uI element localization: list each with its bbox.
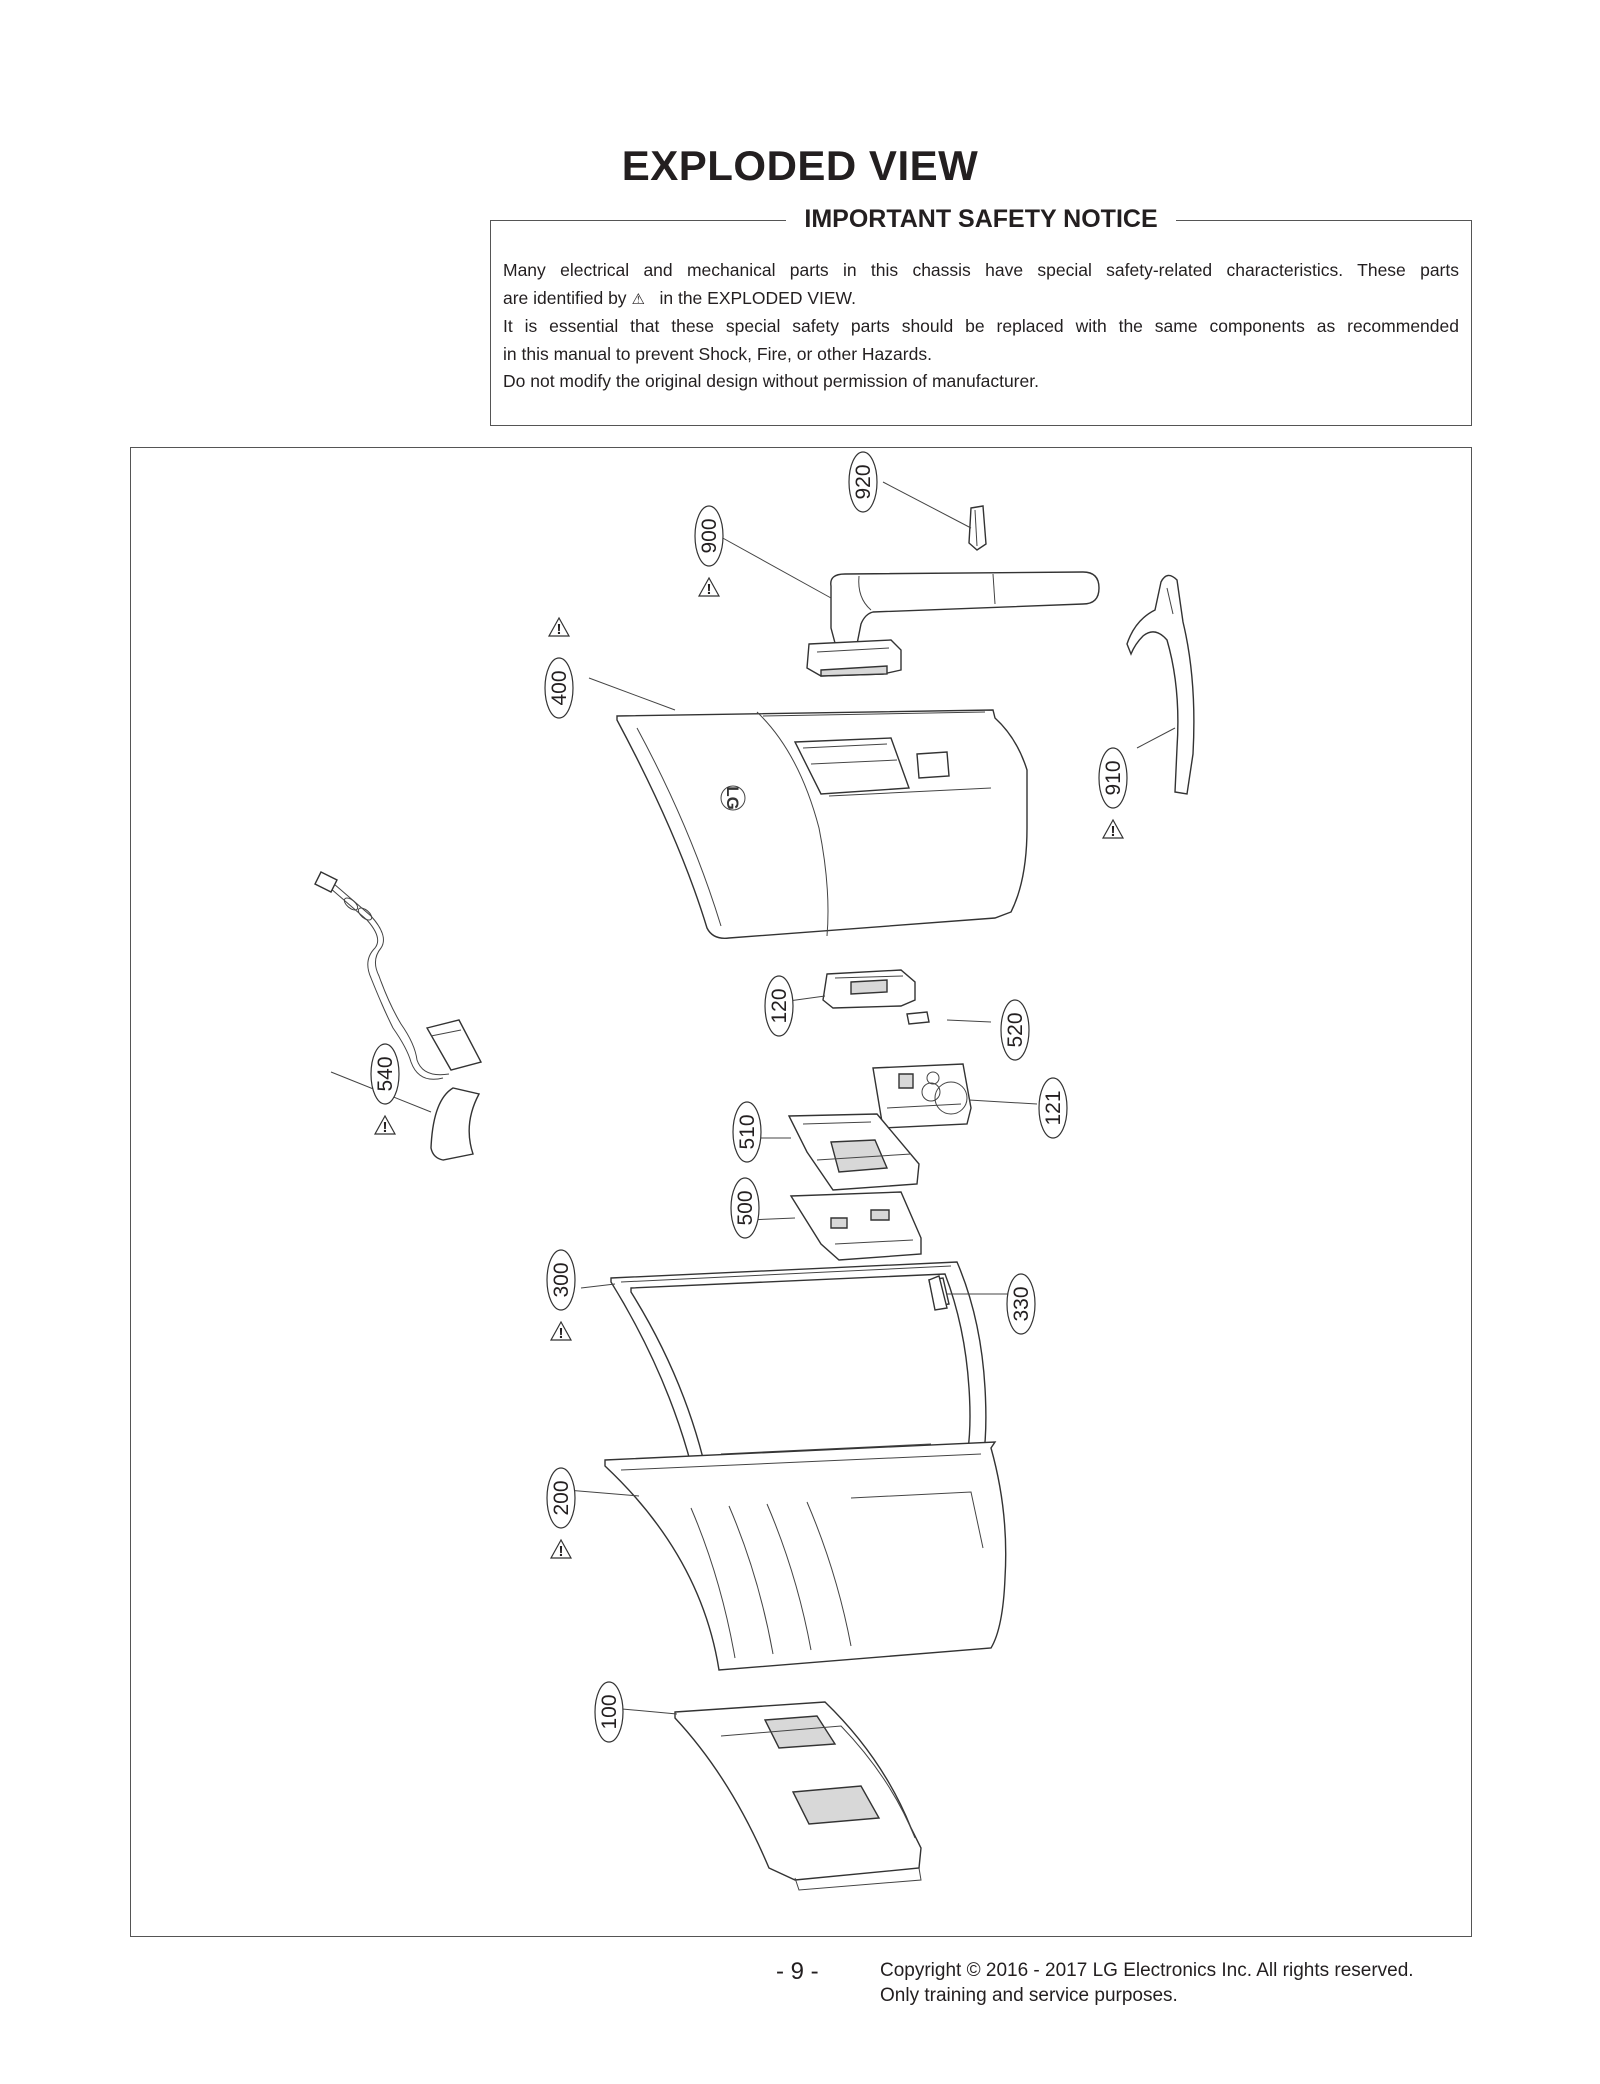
callout-200: 200 ! (546, 1467, 576, 1560)
callout-920-label: 920 (852, 464, 875, 499)
part-120-module (822, 969, 916, 1009)
callout-520-label: 520 (1004, 1012, 1027, 1047)
part-520-connector (906, 1011, 930, 1025)
callout-540: 540 ! (370, 1043, 400, 1136)
callout-900-label: 900 (698, 518, 721, 553)
lg-logo-text: LG (723, 786, 742, 810)
notice-line-5: Do not modify the original design withou… (503, 371, 1039, 391)
warning-triangle-icon (547, 616, 571, 637)
notice-line-4: in this manual to prevent Shock, Fire, o… (503, 343, 932, 364)
warning-mark: ! (383, 1119, 388, 1136)
notice-line-2: are identified by ⚠ in the EXPLODED VIEW… (503, 285, 1459, 314)
part-920-stand-cap (968, 505, 987, 551)
callout-520: 520 (1000, 999, 1030, 1061)
safety-notice-title: IMPORTANT SAFETY NOTICE (786, 205, 1176, 233)
part-540-power-adapter (314, 871, 483, 1161)
callout-400-label: 400 (548, 670, 571, 705)
part-900-stand-arm (806, 571, 1100, 677)
callout-120: 120 (764, 975, 794, 1037)
callout-300-label: 300 (550, 1262, 573, 1297)
part-100-stand-base (674, 1701, 922, 1891)
warning-mark: ! (557, 621, 562, 638)
warning-triangle-icon (697, 576, 721, 597)
safety-notice-box: IMPORTANT SAFETY NOTICE Many electrical … (490, 205, 1472, 426)
callout-100: 100 (594, 1681, 624, 1743)
callout-500-label: 500 (734, 1190, 757, 1225)
part-510-board-bracket (787, 1113, 920, 1191)
safety-notice-body: Many electrical and mechanical parts in … (503, 257, 1459, 396)
callout-500: 500 (730, 1177, 760, 1239)
warning-mark: ! (559, 1325, 564, 1342)
callout-300: 300 ! (546, 1249, 576, 1342)
callout-510: 510 (732, 1101, 762, 1163)
part-330-bracket (928, 1275, 948, 1311)
callout-330-label: 330 (1010, 1286, 1033, 1321)
part-400-back-cover: LG (616, 709, 1028, 939)
warning-triangle-icon (549, 1538, 573, 1559)
warning-mark: ! (1111, 823, 1116, 840)
callout-330: 330 (1006, 1273, 1036, 1335)
copyright-text: Copyright © 2016 - 2017 LG Electronics I… (880, 1960, 1414, 1981)
warning-mark: ! (707, 581, 712, 598)
warning-triangle-icon (1101, 818, 1125, 839)
callout-910: 910 ! (1098, 747, 1128, 840)
warning-triangle-icon (549, 1320, 573, 1341)
callout-121-label: 121 (1042, 1090, 1065, 1125)
notice-line-3: It is essential that these special safet… (503, 316, 1459, 336)
callout-400: 400 ! (544, 616, 574, 719)
callout-100-label: 100 (598, 1694, 621, 1729)
notice-line-1: Many electrical and mechanical parts in … (503, 260, 1459, 280)
callout-900: 900 ! (694, 505, 724, 598)
part-500-main-board (789, 1191, 922, 1261)
page-number: - 9 - (776, 1958, 819, 1985)
notice-line-2-suffix: in the EXPLODED VIEW. (659, 287, 856, 308)
part-200-back-plate (604, 1441, 1007, 1671)
exploded-view-diagram: LG (130, 447, 1472, 1937)
purpose-text: Only training and service purposes. (880, 1985, 1178, 2006)
notice-line-2-prefix: are identified by (503, 287, 627, 308)
page-title: EXPLODED VIEW (621, 142, 979, 189)
callout-120-label: 120 (768, 988, 791, 1023)
part-121-speaker-board (872, 1063, 972, 1129)
callout-540-label: 540 (374, 1056, 397, 1091)
callout-510-label: 510 (736, 1114, 759, 1149)
warning-triangle-icon (373, 1114, 397, 1135)
callout-920: 920 (848, 451, 878, 513)
callout-910-label: 910 (1102, 760, 1125, 795)
warning-triangle-icon: ⚠ (631, 289, 645, 308)
footer-copyright: Copyright © 2016 - 2017 LG Electronics I… (880, 1958, 1414, 2008)
exploded-view-drawing: LG (314, 451, 1195, 1891)
warning-mark: ! (559, 1543, 564, 1560)
callout-121: 121 (1038, 1077, 1068, 1139)
callout-200-label: 200 (550, 1480, 573, 1515)
part-910-stand-base (1126, 574, 1195, 795)
